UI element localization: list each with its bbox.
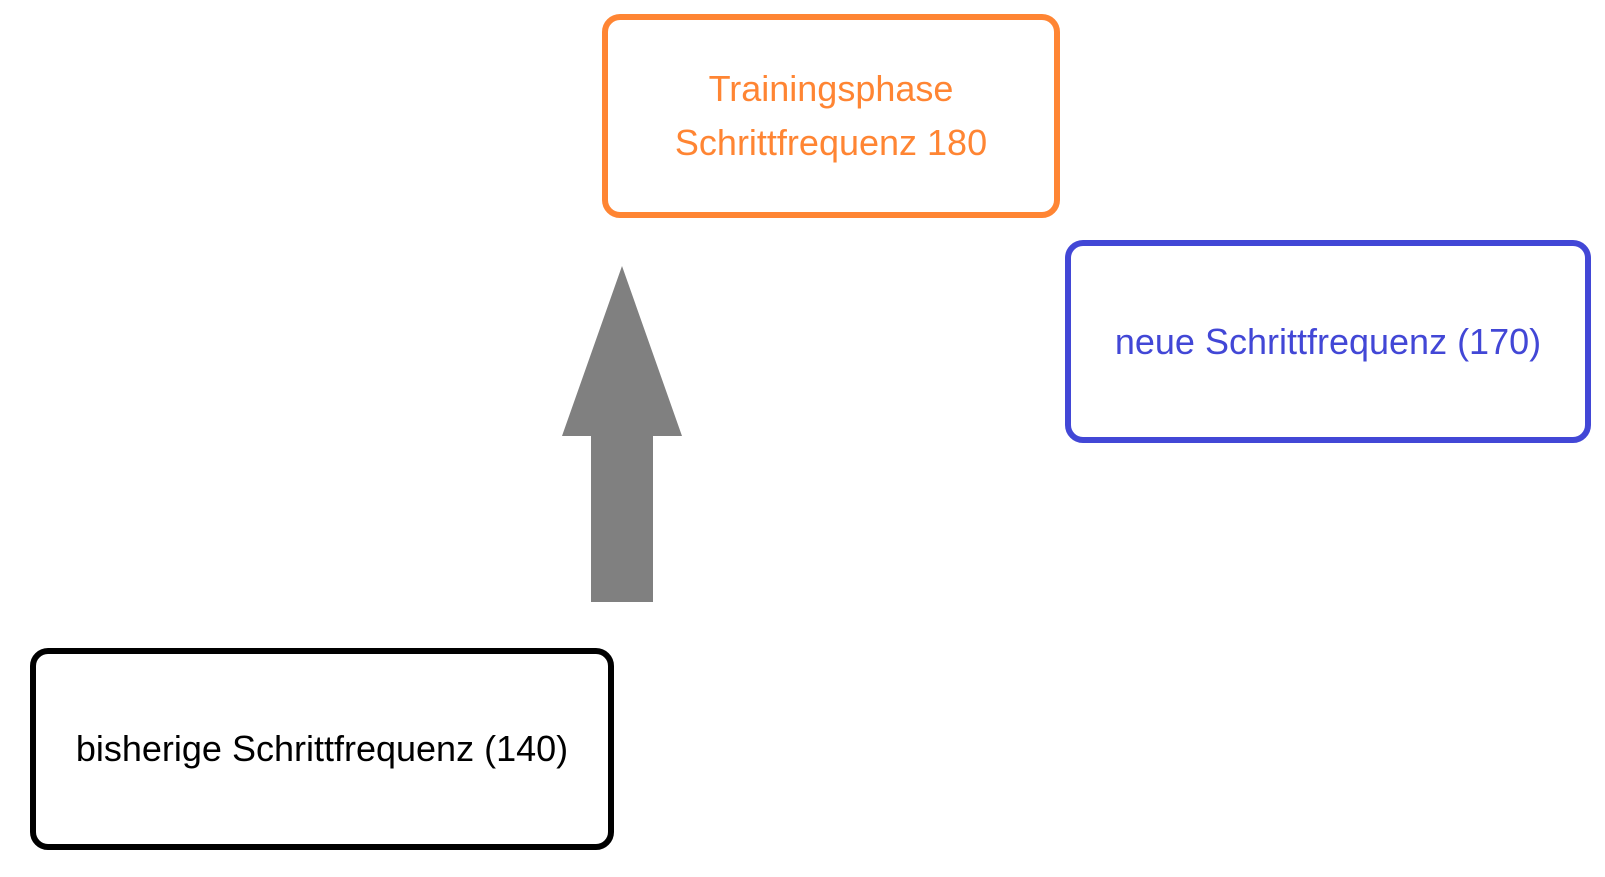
training-phase-title: Trainingsphase <box>708 68 954 109</box>
up-arrow-shape <box>562 266 682 602</box>
training-phase-frequency: Schrittfrequenz 180 <box>674 122 988 163</box>
training-phase-box: Trainingsphase Schrittfrequenz 180 <box>602 14 1060 218</box>
previous-frequency-box: bisherige Schrittfrequenz (140) <box>30 648 614 850</box>
new-frequency-box: neue Schrittfrequenz (170) <box>1065 240 1591 443</box>
up-arrow-icon <box>560 266 684 602</box>
previous-frequency-label: bisherige Schrittfrequenz (140) <box>75 728 569 769</box>
new-frequency-label: neue Schrittfrequenz (170) <box>1114 320 1542 362</box>
